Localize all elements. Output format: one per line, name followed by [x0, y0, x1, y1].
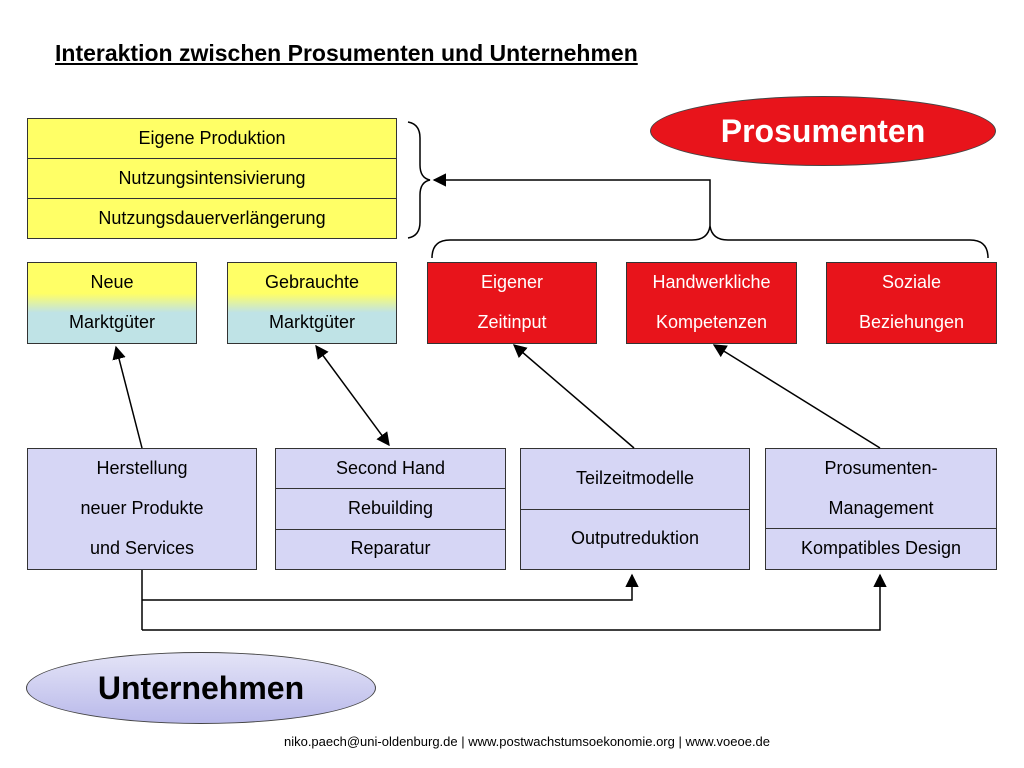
- eigener-zeitinput-line2: Zeitinput: [477, 312, 547, 333]
- second-hand-cell: Second Hand: [335, 457, 446, 478]
- neue-marktgueter-box: Neue Marktgüter: [27, 262, 197, 344]
- outputreduktion-cell: Outputreduktion: [521, 508, 749, 570]
- nutzungsdauerverlaengerung-cell: Nutzungsdauerverlängerung: [28, 198, 396, 238]
- kompatibles-design-cell: Kompatibles Design: [766, 528, 996, 569]
- soziale-beziehungen-box: Soziale Beziehungen: [826, 262, 997, 344]
- arrow-herstellung-neue: [112, 345, 143, 449]
- handwerkliche-kompetenzen-box: Handwerkliche Kompetenzen: [626, 262, 797, 344]
- handwerkliche-kompetenzen-line1: Handwerkliche: [652, 272, 771, 293]
- arrow-teilzeit-zeitinput: [512, 344, 635, 449]
- neue-marktgueter-line1: Neue: [90, 272, 134, 293]
- handwerkliche-kompetenzen-line2: Kompetenzen: [655, 312, 768, 333]
- gebrauchte-marktgueter-box: Gebrauchte Marktgüter: [227, 262, 397, 344]
- prosumenten-management-box: Prosumenten- Management Kompatibles Desi…: [765, 448, 997, 570]
- eigener-zeitinput-line1: Eigener: [480, 272, 544, 293]
- herstellung-line2: neuer Produkte: [80, 498, 204, 519]
- arrow-secondhand-gebrauchte: [315, 344, 390, 447]
- brace-to-group-arrow: [432, 173, 711, 226]
- soziale-beziehungen-line1: Soziale: [881, 272, 942, 293]
- prosumenten-management-line1: Prosumenten-: [824, 457, 938, 478]
- gebrauchte-marktgueter-line1: Gebrauchte: [264, 272, 360, 293]
- arrow-management-kompetenzen: [712, 344, 881, 449]
- top-group-brace: [407, 121, 431, 239]
- gebrauchte-marktgueter-line2: Marktgüter: [268, 312, 356, 333]
- eigene-produktion-cell: Eigene Produktion: [28, 119, 396, 158]
- arrow-herstellung-management: [142, 573, 887, 631]
- prosumenten-ellipse: Prosumenten: [650, 96, 996, 166]
- nutzungsintensivierung-cell: Nutzungsintensivierung: [28, 158, 396, 198]
- teilzeit-box: Teilzeitmodelle Outputreduktion: [520, 448, 750, 570]
- page-title: Interaktion zwischen Prosumenten und Unt…: [55, 40, 638, 66]
- footer-text: niko.paech@uni-oldenburg.de | www.postwa…: [283, 734, 771, 749]
- herstellung-line3: und Services: [89, 538, 195, 559]
- rebuilding-cell: Rebuilding: [276, 488, 505, 528]
- prosumer-activities-box: Eigene Produktion Nutzungsintensivierung…: [27, 118, 397, 239]
- prosumer-resources-brace: [431, 225, 989, 259]
- reparatur-cell: Reparatur: [276, 528, 505, 569]
- teilzeitmodelle-cell: Teilzeitmodelle: [575, 467, 695, 488]
- eigener-zeitinput-box: Eigener Zeitinput: [427, 262, 597, 344]
- prosumenten-management-line2: Management: [828, 497, 934, 518]
- arrow-herstellung-teilzeit: [142, 573, 639, 601]
- soziale-beziehungen-line2: Beziehungen: [858, 312, 965, 333]
- unternehmen-ellipse: Unternehmen: [26, 652, 376, 724]
- neue-marktgueter-line2: Marktgüter: [68, 312, 156, 333]
- herstellung-box: Herstellung neuer Produkte und Services: [27, 448, 257, 570]
- herstellung-line1: Herstellung: [96, 458, 188, 479]
- second-hand-box: Second Hand Rebuilding Reparatur: [275, 448, 506, 570]
